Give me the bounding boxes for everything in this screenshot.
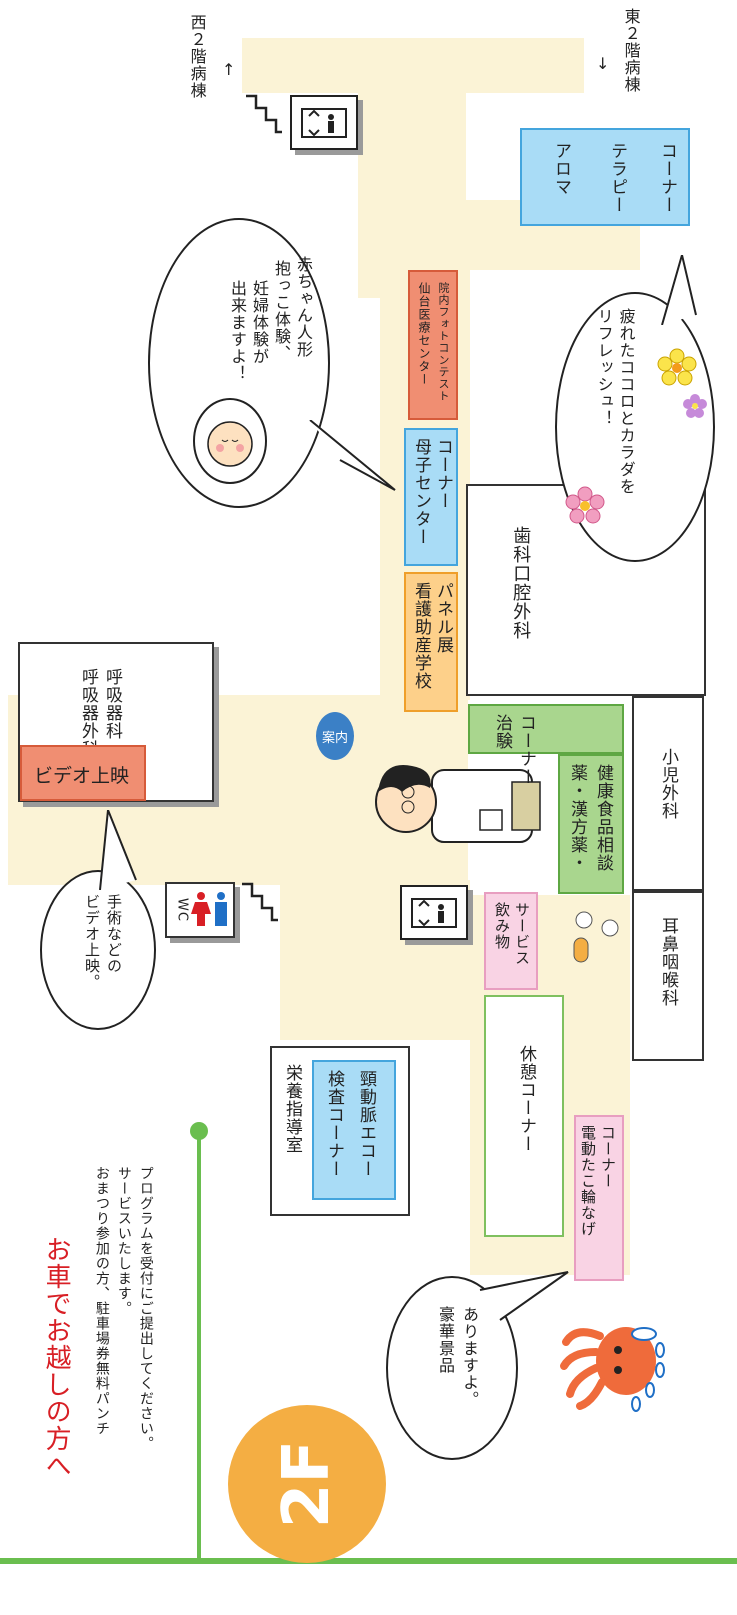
ent-label: 耳鼻咽喉科 (657, 917, 678, 1007)
bubble-prizes-line1: 豪華景品 (436, 1306, 455, 1374)
photo-contest-corner: 仙台医療センター 院内フォトコンテスト (408, 270, 458, 420)
drinks-label-1: 飲み物 (493, 902, 511, 950)
bubble-refresh-line2: リフレッシュ！ (594, 308, 614, 427)
bubble-baby-line1: 赤ちゃん人形 (294, 256, 313, 358)
octopus-ringtoss-corner: 電動たこ輪なげ コーナー (574, 1115, 624, 1281)
parking-title: お車でお越しの方へ (41, 1236, 72, 1479)
bubble-baby-line2: 抱っこ体験、 (272, 260, 291, 362)
trial-label-2: コーナー (515, 714, 536, 786)
arrow-east-icon: ↓ (596, 54, 610, 73)
elevator-icon (400, 885, 468, 940)
staff-person-icon (375, 765, 541, 843)
parking-line-1: おまつり参加の方、駐車場券無料パンチ (93, 1166, 110, 1436)
elevator-icon (290, 95, 358, 150)
maternal-label-1: 母子センター (411, 438, 431, 546)
bubble-baby-line3: 妊婦体験が (250, 280, 269, 365)
speech-tail-surgery (99, 810, 137, 890)
photo-label-2: 院内フォトコンテスト (437, 282, 450, 402)
speech-tail-baby (309, 420, 396, 491)
video-corner: ビデオ上映 (20, 745, 146, 801)
rest-corner: 休憩コーナー (484, 995, 564, 1237)
corridor-right-vertical (358, 38, 466, 298)
bubble-prizes-line2: ありますよ。 (460, 1306, 479, 1408)
octopus-label-1: 電動たこ輪なげ (579, 1125, 597, 1237)
aroma-label-1: アロマ (551, 142, 571, 196)
speech-bubble-refresh: 疲れたココロとカラダを リフレッシュ！ (555, 292, 715, 562)
restroom-icon (190, 892, 227, 926)
floor-badge: 2F (228, 1405, 386, 1563)
bubble-baby-line4: 出来ますよ！ (228, 280, 247, 382)
rest-label: 休憩コーナー (515, 1045, 536, 1153)
aroma-therapy-corner: アロマ テラピー コーナー (520, 128, 690, 226)
stairs-icon (246, 94, 282, 134)
parking-line-2: サービスいたします。 (115, 1166, 132, 1316)
exam-corner: 検査コーナー 頸動脈エコー (312, 1060, 396, 1200)
label-west-ward: 西２階病棟 (187, 14, 207, 99)
dept-dental: 歯科口腔外科 (466, 484, 706, 696)
aroma-label-3: コーナー (657, 142, 677, 214)
flower-icon (683, 394, 707, 418)
trial-corner: 治験 コーナー (468, 704, 624, 786)
video-label: ビデオ上映 (34, 765, 130, 787)
bubble-surgery-line1: 手術などの (105, 894, 123, 974)
label-east-ward: 東２階病棟 (621, 8, 641, 93)
nursing-school-corner: 看護助産学校 パネル展 (404, 572, 458, 712)
flower-icon (565, 486, 605, 524)
respiratory-label-1: 呼吸器科 (101, 668, 122, 740)
info-badge: 案内 (316, 712, 354, 760)
exam-label-2: 頸動脈エコー (355, 1070, 376, 1178)
flower-icon (657, 348, 697, 386)
photo-label-1: 仙台医療センター (417, 282, 431, 386)
info-label: 案内 (321, 730, 348, 746)
dental-label: 歯科口腔外科 (510, 526, 532, 640)
pediatric-label: 小児外科 (657, 748, 678, 820)
maternal-label-2: コーナー (433, 438, 453, 510)
bubble-surgery-line2: ビデオ上映。 (83, 894, 101, 990)
speech-tail-prizes (479, 1271, 569, 1321)
drinks-label-2: サービス (513, 902, 531, 966)
speech-bubble-surgery: 手術などの ビデオ上映。 (40, 870, 156, 1030)
drinks-corner: 飲み物 サービス (484, 892, 538, 990)
medicine-label-1: 薬・漢方薬・ (567, 764, 587, 872)
speech-tail-refresh (661, 255, 697, 325)
green-vertical-line (197, 1130, 201, 1560)
arrow-west-icon: ↑ (222, 60, 236, 79)
dept-ent: 耳鼻咽喉科 (632, 891, 704, 1061)
pills-icon (573, 911, 619, 963)
green-bottom-line (0, 1558, 737, 1564)
nursing-label-1: 看護助産学校 (411, 582, 431, 690)
wc-label: WC (174, 898, 190, 922)
stairs-icon (242, 882, 278, 922)
wc-sign: WC (165, 882, 235, 938)
nutrition-label: 栄養指導室 (281, 1064, 302, 1154)
floor-badge-label: 2F (270, 1439, 344, 1529)
trial-label-1: 治験 (491, 714, 512, 750)
speech-bubble-baby: 赤ちゃん人形 抱っこ体験、 妊婦体験が 出来ますよ！ (148, 218, 330, 508)
octopus-icon (560, 1327, 665, 1412)
aroma-label-2: テラピー (607, 142, 627, 214)
exam-label-1: 検査コーナー (323, 1070, 344, 1178)
baby-doll-icon (193, 398, 267, 484)
parking-line-3: プログラムを受付にご提出してください。 (137, 1166, 154, 1451)
nursing-label-2: パネル展 (433, 582, 453, 654)
maternal-center-corner: 母子センター コーナー (404, 428, 458, 566)
bubble-refresh-line1: 疲れたココロとカラダを (616, 308, 636, 495)
dept-pediatric-surgery: 小児外科 (632, 696, 704, 891)
medicine-label-2: 健康食品相談 (593, 764, 613, 872)
respiratory-label-2: 呼吸器外科 (77, 668, 98, 758)
octopus-label-2: コーナー (599, 1125, 617, 1189)
medicine-consult-corner: 薬・漢方薬・ 健康食品相談 (558, 754, 624, 894)
